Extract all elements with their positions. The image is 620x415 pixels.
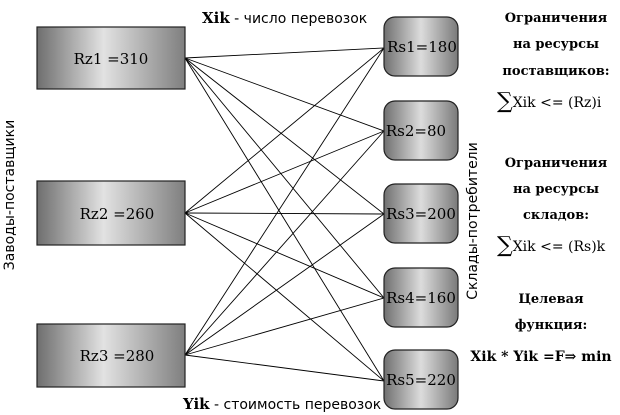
connector-line-2-3: [184, 212, 385, 215]
connector-line-3-5: [184, 354, 385, 382]
connector-line-1-1: [184, 47, 385, 59]
connector-lines: [184, 47, 385, 382]
warehouse-label-4: Rs4=160: [386, 289, 456, 307]
connector-line-2-4: [184, 212, 385, 299]
objective-formula: Xik * Yik =F⇒ min: [470, 349, 611, 365]
connector-line-3-1: [184, 47, 385, 356]
connector-line-1-5: [184, 57, 385, 382]
objective-panel: Целевая функция: Xik * Yik =F⇒ min: [470, 292, 611, 365]
warehouse-constraint-heading-1: Ограничения: [505, 156, 608, 171]
warehouse-node-5: Rs5=220: [383, 349, 459, 410]
objective-heading-2: функция:: [515, 318, 588, 333]
supplier-node-2: Rz2 =260: [36, 180, 186, 246]
top-caption-var: Xik: [202, 9, 230, 27]
supplier-constraint-heading-3: поставщиков:: [502, 64, 609, 79]
connector-line-2-2: [184, 130, 385, 214]
warehouse-label-5: Rs5=220: [386, 371, 456, 389]
warehouse-label-2: Rs2=80: [386, 122, 446, 140]
connector-line-1-2: [184, 57, 385, 132]
warehouse-constraint-formula: ∑Xik <= (Rs)k: [497, 233, 606, 258]
supplier-constraint-formula: ∑Xik <= (Rz)i: [497, 89, 602, 114]
connector-line-3-2: [184, 130, 385, 356]
left-side-label: Заводы-поставщики: [2, 120, 18, 270]
supplier-label-2: Rz2 =260: [80, 205, 155, 223]
supplier-constraint-heading-2: на ресурсы: [513, 37, 599, 52]
supplier-constraint-panel: Ограничения на ресурсы поставщиков: ∑Xik…: [497, 11, 610, 114]
bottom-caption-text: - стоимость перевозок: [210, 397, 382, 413]
objective-heading-1: Целевая: [518, 292, 584, 307]
right-side-label: Склады-потребители: [465, 142, 481, 299]
supplier-label-3: Rz3 =280: [80, 347, 155, 365]
connector-line-1-4: [184, 57, 385, 299]
bottom-caption-var: Yik: [182, 395, 210, 413]
top-caption: Xik - число перевозок: [202, 9, 367, 27]
warehouse-node-4: Rs4=160: [383, 267, 459, 328]
warehouse-constraint-panel: Ограничения на ресурсы складов: ∑Xik <= …: [497, 156, 608, 258]
supplier-constraint-expression: Xik <= (Rz)i: [513, 95, 602, 111]
sigma-icon: ∑: [497, 89, 513, 114]
warehouse-node-2: Rs2=80: [383, 100, 459, 161]
supplier-node-1: Rz1 =310: [36, 26, 186, 90]
warehouse-label-1: Rs1=180: [387, 38, 457, 56]
connector-line-1-3: [184, 57, 385, 215]
warehouse-constraint-expression: Xik <= (Rs)k: [513, 239, 606, 255]
warehouse-label-3: Rs3=200: [386, 205, 456, 223]
connector-line-3-4: [184, 297, 385, 356]
warehouse-node-1: Rs1=180: [383, 16, 459, 77]
supplier-constraint-heading-1: Ограничения: [505, 11, 608, 26]
sigma-icon: ∑: [497, 233, 513, 258]
warehouse-constraint-heading-3: складов:: [523, 208, 589, 223]
connector-line-3-3: [184, 213, 385, 356]
connector-line-2-1: [184, 47, 385, 214]
supplier-node-3: Rz3 =280: [36, 323, 186, 388]
warehouse-constraint-heading-2: на ресурсы: [513, 182, 599, 197]
connector-line-2-5: [184, 212, 385, 382]
supplier-label-1: Rz1 =310: [74, 50, 149, 68]
bottom-caption: Yik - стоимость перевозок: [182, 395, 381, 413]
warehouse-node-3: Rs3=200: [383, 183, 459, 244]
top-caption-text: - число перевозок: [230, 11, 368, 27]
